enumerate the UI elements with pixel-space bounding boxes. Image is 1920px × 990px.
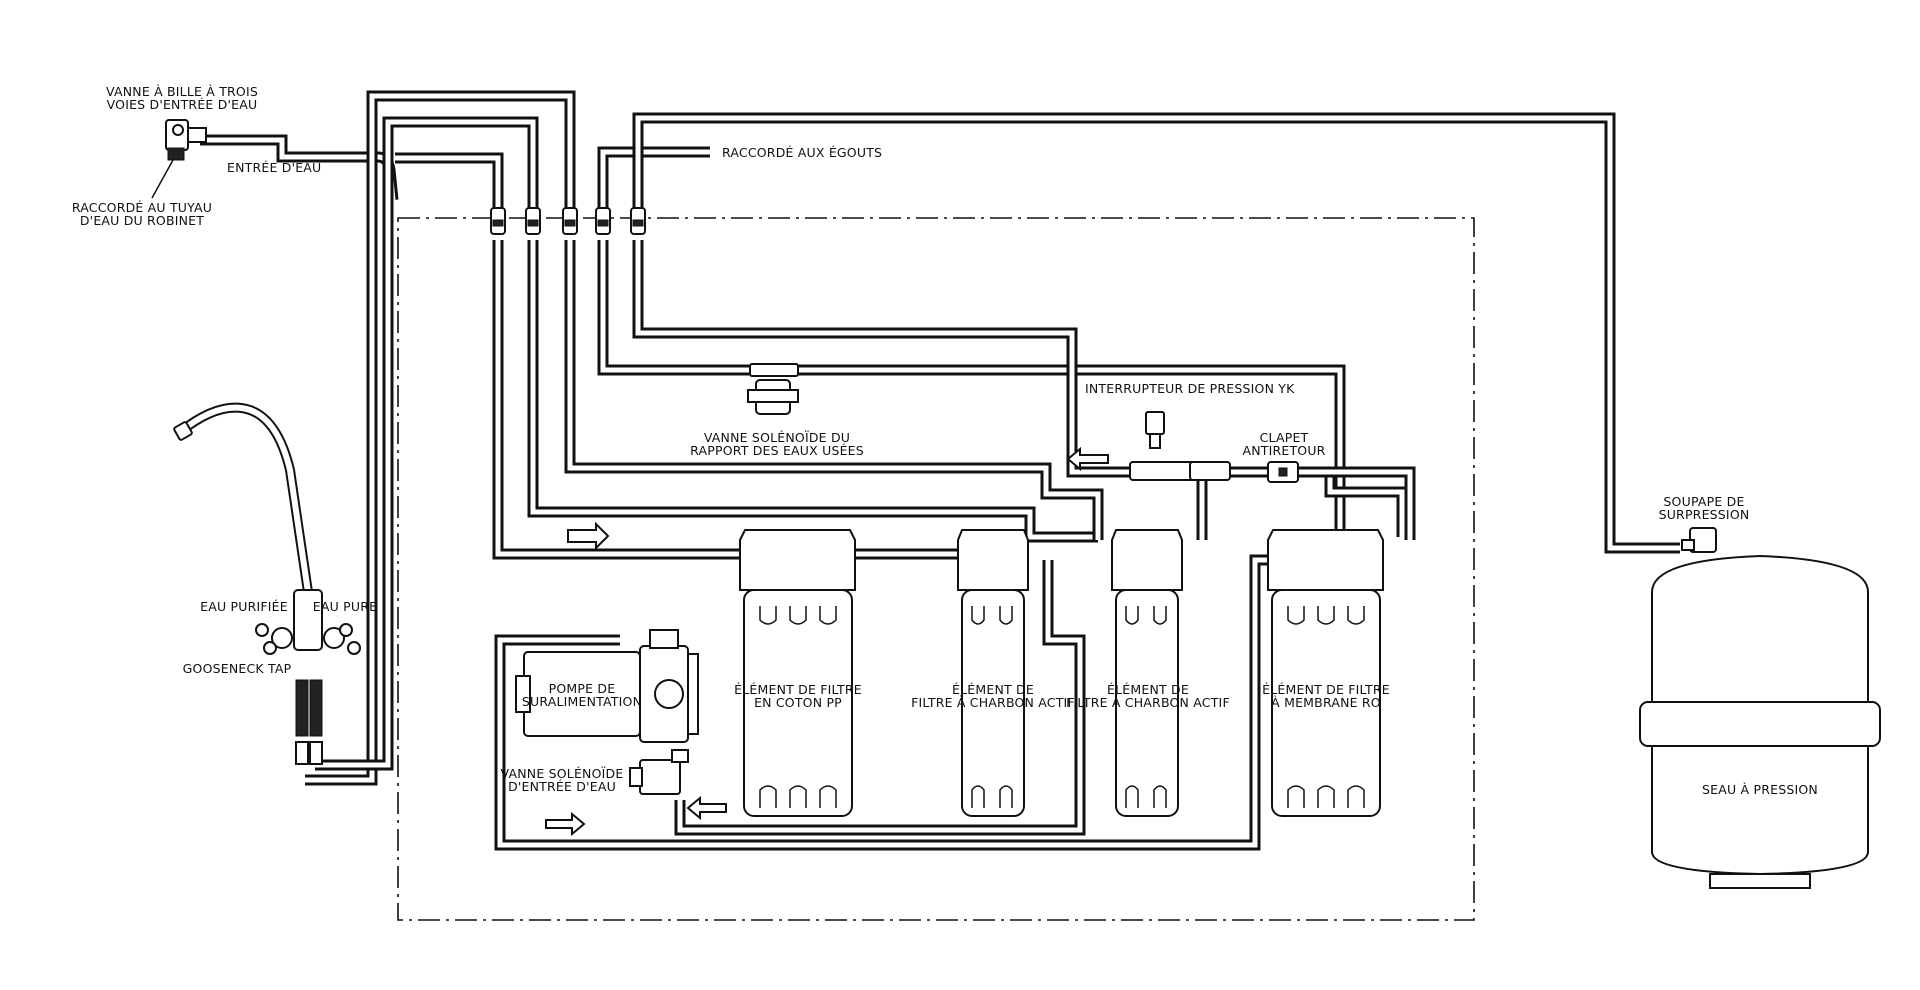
label-purified-water: EAU PURIFIÉE [200,599,288,614]
label-pressure-tank: SEAU À PRESSION [1702,782,1818,797]
label-inlet-solenoid-1: VANNE SOLÉNOÏDE [501,766,624,781]
fitting-1 [490,207,506,235]
inlet-solenoid-valve-icon [629,749,689,795]
fitting-2 [525,207,541,235]
fitting-4 [595,207,611,235]
label-filter-pp-1: ÉLÉMENT DE FILTRE [734,682,862,697]
label-filter-pp-2: EN COTON PP [754,695,842,710]
label-waste-valve-2: RAPPORT DES EAUX USÉES [690,443,864,458]
waste-solenoid-valve-icon [747,363,799,415]
check-valve-icon [1267,461,1299,483]
filter-ro [1267,529,1384,817]
label-tap-connection-1: RACCORDÉ AU TUYAU [72,200,212,215]
arrow-right-icon [567,521,610,551]
label-filter-carbon2-2: FILTRE À CHARBON ACTIF [1066,695,1230,710]
label-waste-valve-1: VANNE SOLÉNOÏDE DU [704,430,850,445]
label-three-way-valve-1: VANNE À BILLE À TROIS [106,84,258,99]
label-inlet-solenoid-2: D'ENTRÉE D'EAU [508,779,616,794]
label-filter-carbon2-1: ÉLÉMENT DE [1107,682,1189,697]
label-filter-ro-2: À MEMBRANE RO [1271,695,1381,710]
label-check-valve-1: CLAPET [1260,430,1309,445]
unit-enclosure [397,217,1475,921]
label-gooseneck-tap: GOOSENECK TAP [183,661,292,676]
label-check-valve-2: ANTIRETOUR [1242,443,1325,458]
flow-arrows [545,446,1109,837]
fitting-3 [562,207,578,235]
pressure-switch-icon [1129,411,1231,481]
arrow-right-icon [545,811,586,837]
booster-pump-icon [515,629,699,743]
gooseneck-tap-icon [173,402,361,765]
label-filter-carbon1-2: FILTRE À CHARBON ACTIF [911,695,1075,710]
label-relief-valve-1: SOUPAPE DE [1663,494,1744,509]
label-drain: RACCORDÉ AUX ÉGOUTS [722,145,882,160]
label-booster-pump-2: SURALIMENTATION [522,694,642,709]
arrow-left-icon [1066,446,1109,472]
filter-pp [739,529,856,817]
label-relief-valve-2: SURPRESSION [1659,507,1750,522]
arrow-left-icon [686,795,727,821]
three-way-valve-icon [165,119,207,161]
label-filter-carbon1-1: ÉLÉMENT DE [952,682,1034,697]
label-booster-pump-1: POMPE DE [549,681,616,696]
fitting-5 [630,207,646,235]
filter-carbon-1 [957,529,1029,817]
pressure-tank-icon [1639,527,1881,889]
label-pressure-switch: INTERRUPTEUR DE PRESSION YK [1085,381,1295,396]
label-three-way-valve-2: VOIES D'ENTRÉE D'EAU [107,97,258,112]
bulkhead-fittings [490,207,646,235]
pipe-network [200,90,1680,851]
filter-carbon-2 [1111,529,1183,817]
labels: VANNE À BILLE À TROIS VOIES D'ENTRÉE D'E… [72,84,1818,797]
label-pure-water: EAU PURE [313,599,377,614]
label-water-inlet: ENTRÉE D'EAU [227,160,321,175]
label-filter-ro-1: ÉLÉMENT DE FILTRE [1262,682,1390,697]
label-tap-connection-2: D'EAU DU ROBINET [80,213,204,228]
